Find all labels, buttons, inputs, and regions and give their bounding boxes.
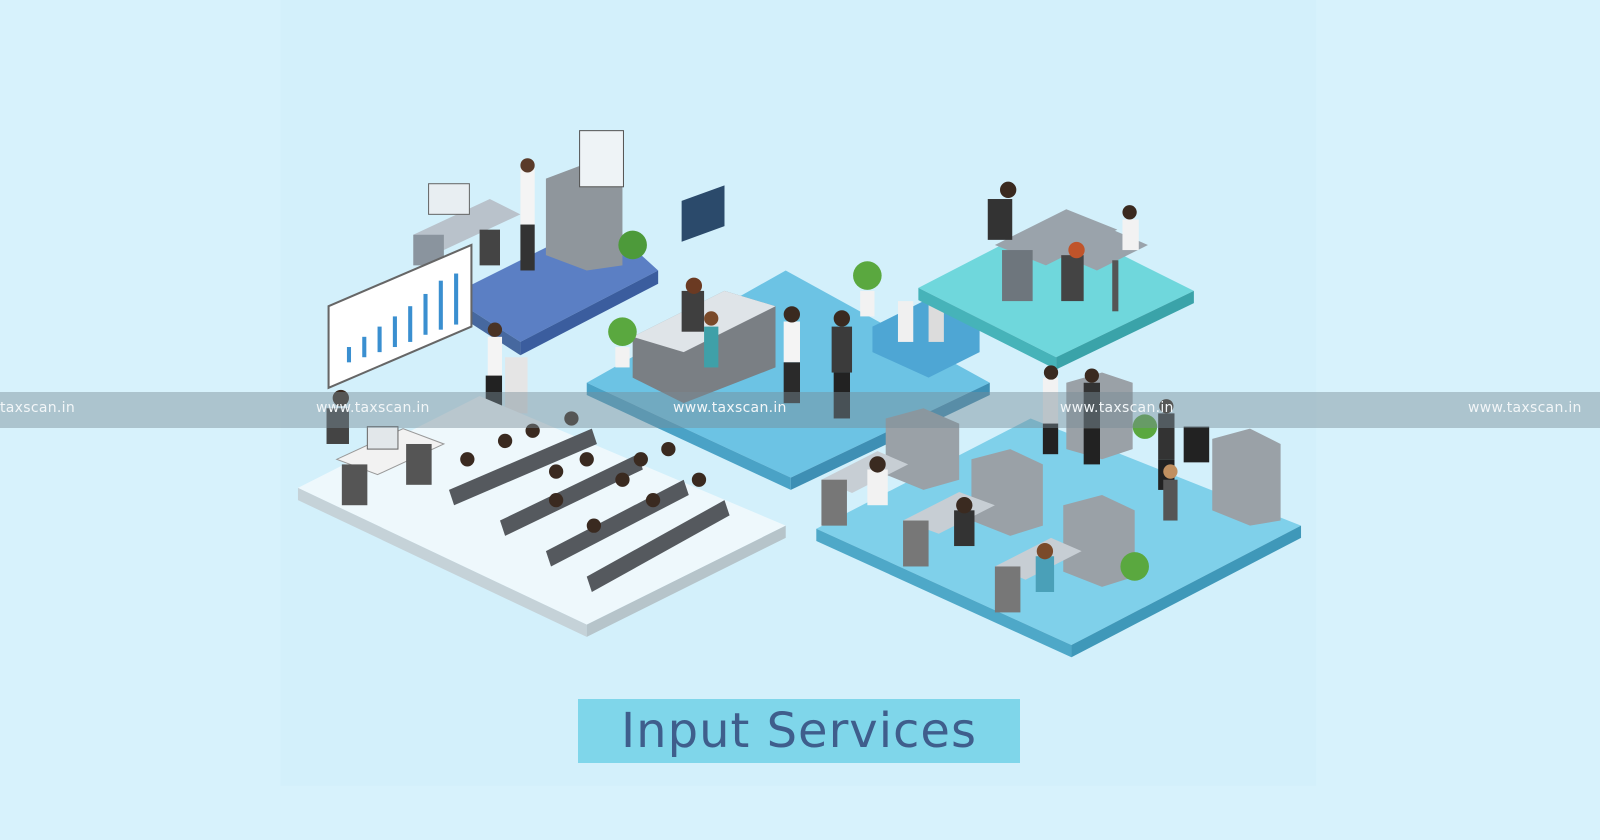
watermark-text: www.taxscan.in bbox=[316, 400, 430, 416]
cubicle-office bbox=[816, 365, 1302, 658]
page-title: Input Services bbox=[621, 703, 977, 759]
wall-screen bbox=[681, 185, 725, 242]
manager-room bbox=[413, 130, 659, 356]
watermark-text: www.taxscan.in bbox=[1468, 400, 1582, 416]
watermark-text: www.taxscan.in bbox=[673, 400, 787, 416]
conference-room bbox=[297, 389, 786, 637]
teal-office bbox=[918, 181, 1194, 370]
watermark-text: taxscan.in bbox=[0, 400, 76, 416]
title-banner: Input Services bbox=[578, 699, 1020, 763]
watermark-text: www.taxscan.in bbox=[1060, 400, 1174, 416]
watermark-band: taxscan.in www.taxscan.in www.taxscan.in… bbox=[0, 392, 1600, 428]
presentation-board bbox=[327, 243, 528, 417]
